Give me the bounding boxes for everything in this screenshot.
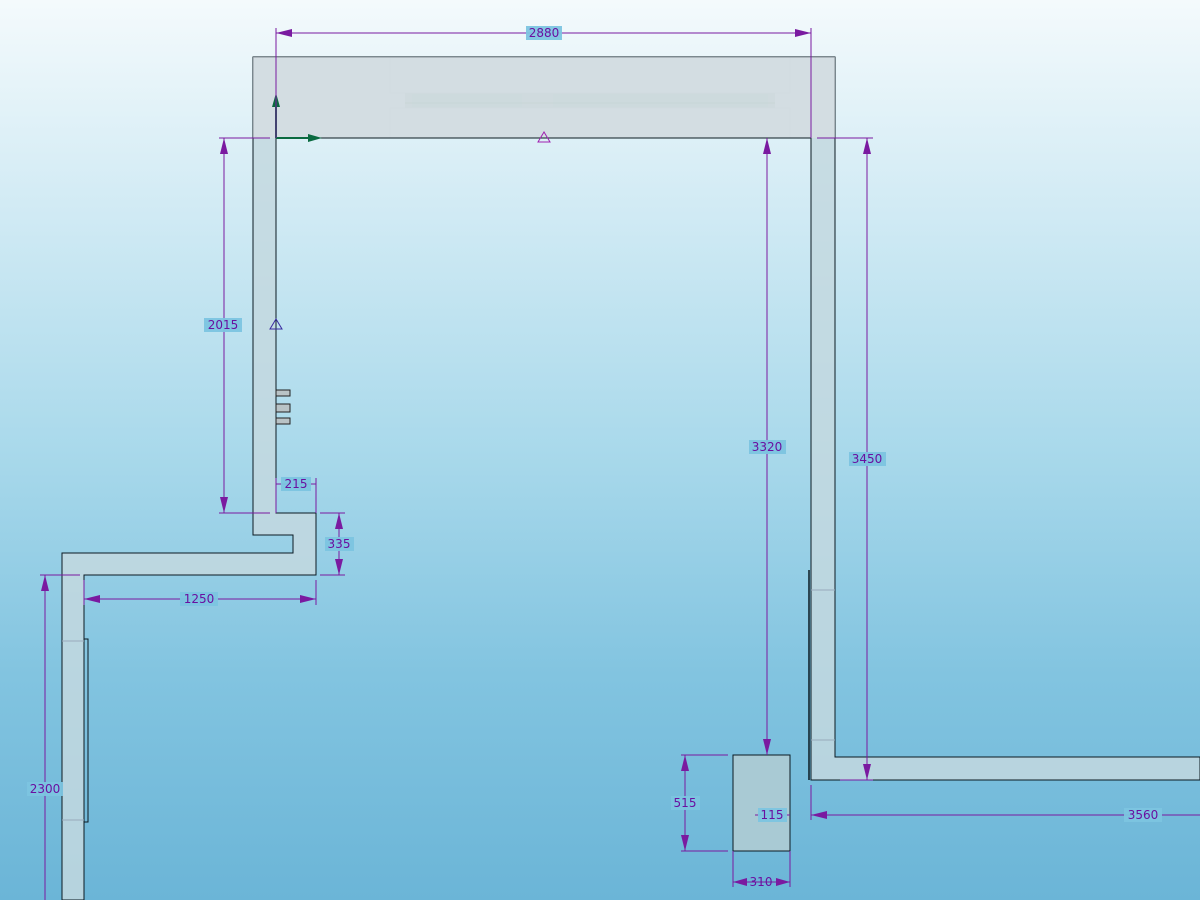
dimension-label: 335 bbox=[328, 537, 351, 551]
dimension-box-offset[interactable]: 115 bbox=[755, 808, 790, 822]
dimension-right-inner-height[interactable]: 3320 bbox=[749, 138, 786, 755]
dimension-lower-left-height[interactable]: 2300 bbox=[27, 574, 80, 900]
constraint-triangle-icon bbox=[269, 318, 283, 330]
dimension-label: 1250 bbox=[184, 592, 215, 606]
dimension-label: 310 bbox=[750, 875, 773, 889]
top-wall-overlay bbox=[253, 57, 835, 138]
dimension-label: 3560 bbox=[1128, 808, 1159, 822]
dimension-left-height[interactable]: 2015 bbox=[204, 137, 270, 514]
dimension-box-height[interactable]: 515 bbox=[671, 754, 728, 852]
dimension-label: 2880 bbox=[529, 26, 560, 40]
dimension-right-outer-height[interactable]: 3450 bbox=[817, 137, 886, 781]
dimension-offset-width[interactable]: 1250 bbox=[83, 580, 317, 606]
door-left[interactable] bbox=[84, 638, 89, 823]
column-box[interactable] bbox=[732, 754, 791, 852]
dimension-label: 2015 bbox=[208, 318, 239, 332]
dimension-step-height[interactable]: 335 bbox=[320, 512, 354, 576]
dimension-top-width[interactable]: 2880 bbox=[275, 26, 812, 138]
dimension-label: 215 bbox=[285, 477, 308, 491]
constraint-triangle-icon bbox=[537, 131, 551, 143]
dimension-box-width[interactable]: 310 bbox=[732, 851, 791, 889]
dimension-step-width[interactable]: 215 bbox=[275, 477, 317, 513]
dimension-label: 3450 bbox=[852, 452, 883, 466]
dimension-label: 515 bbox=[674, 796, 697, 810]
dimension-label: 115 bbox=[761, 808, 784, 822]
dimension-label: 3320 bbox=[752, 440, 783, 454]
wall-outline[interactable] bbox=[61, 56, 1200, 900]
dimension-label: 2300 bbox=[30, 782, 61, 796]
dimension-bottom-right-width[interactable]: 3560 bbox=[810, 785, 1200, 822]
wall-fixtures[interactable] bbox=[275, 389, 291, 425]
